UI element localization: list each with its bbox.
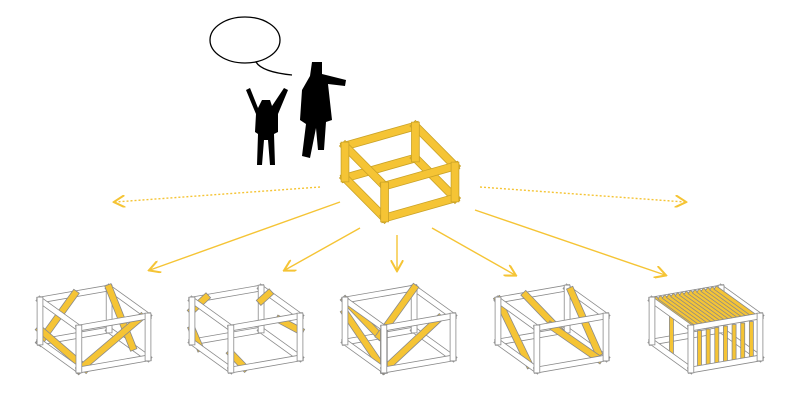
arrow-2 [150, 201, 341, 270]
arrow-1 [479, 186, 685, 202]
cubes [34, 119, 765, 376]
arrow-3 [285, 227, 361, 270]
arrows [115, 186, 685, 275]
cube-corner-bracing [186, 283, 306, 375]
cube-diagonal-bracing [34, 283, 153, 376]
speech-bubble-icon [209, 16, 293, 76]
cube-parallel-bracing [492, 283, 611, 375]
cube-slat-infill [647, 283, 765, 375]
arrow-5 [431, 227, 515, 275]
base-frame-cube [338, 119, 462, 225]
adult-silhouette-icon [300, 62, 346, 158]
child-silhouette-icon [246, 88, 288, 165]
arrow-6 [474, 209, 665, 275]
arrow-0 [115, 186, 321, 202]
cube-v-bracing [339, 282, 458, 376]
